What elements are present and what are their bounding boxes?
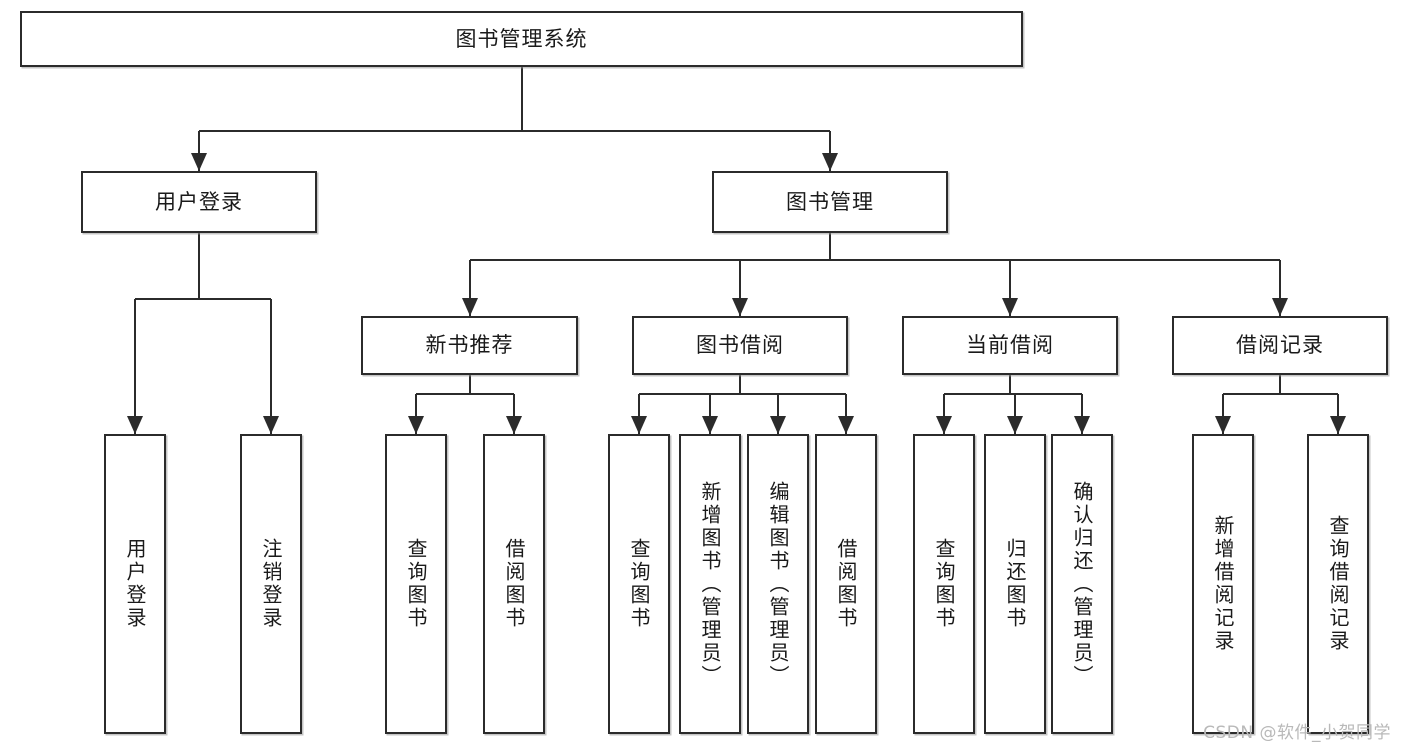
node-leaf-new-2[interactable]: 借阅图书 xyxy=(483,434,545,734)
node-label: 编辑图书（管理员） xyxy=(766,480,790,688)
node-leaf-cur-1[interactable]: 查询图书 xyxy=(913,434,975,734)
node-label: 借阅记录 xyxy=(1236,333,1324,358)
node-label: 图书管理系统 xyxy=(455,26,588,51)
node-label: 用户登录 xyxy=(123,538,147,630)
node-label: 新书推荐 xyxy=(425,333,514,358)
node-login[interactable]: 用户登录 xyxy=(81,171,317,233)
node-leaf-login-1[interactable]: 用户登录 xyxy=(104,434,166,734)
node-leaf-login-2[interactable]: 注销登录 xyxy=(240,434,302,734)
node-leaf-bor-4[interactable]: 借阅图书 xyxy=(815,434,877,734)
node-leaf-cur-2[interactable]: 归还图书 xyxy=(984,434,1046,734)
node-label: 查询图书 xyxy=(627,538,651,630)
node-newbook[interactable]: 新书推荐 xyxy=(361,316,578,375)
node-label: 新增图书（管理员） xyxy=(698,480,722,688)
node-label: 归还图书 xyxy=(1003,538,1027,630)
node-records[interactable]: 借阅记录 xyxy=(1172,316,1388,375)
node-label: 确认归还（管理员） xyxy=(1070,480,1094,688)
node-leaf-bor-1[interactable]: 查询图书 xyxy=(608,434,670,734)
watermark-text: CSDN @软件_小贺同学 xyxy=(1203,723,1391,743)
node-label: 查询借阅记录 xyxy=(1326,515,1350,653)
node-label: 当前借阅 xyxy=(966,333,1054,358)
node-borrow[interactable]: 图书借阅 xyxy=(632,316,848,375)
node-label: 查询图书 xyxy=(932,538,956,630)
node-leaf-rec-2[interactable]: 查询借阅记录 xyxy=(1307,434,1369,734)
node-leaf-bor-2[interactable]: 新增图书（管理员） xyxy=(679,434,741,734)
node-bookmgmt[interactable]: 图书管理 xyxy=(712,171,948,233)
node-label: 借阅图书 xyxy=(502,538,526,630)
node-label: 图书管理 xyxy=(786,189,874,214)
node-label: 查询图书 xyxy=(404,538,428,630)
node-leaf-bor-3[interactable]: 编辑图书（管理员） xyxy=(747,434,809,734)
node-label: 图书借阅 xyxy=(696,333,784,358)
node-label: 注销登录 xyxy=(259,538,283,630)
node-label: 借阅图书 xyxy=(834,538,858,630)
node-label: 新增借阅记录 xyxy=(1211,515,1235,653)
node-leaf-cur-3[interactable]: 确认归还（管理员） xyxy=(1051,434,1113,734)
node-leaf-new-1[interactable]: 查询图书 xyxy=(385,434,447,734)
node-current[interactable]: 当前借阅 xyxy=(902,316,1118,375)
node-root[interactable]: 图书管理系统 xyxy=(20,11,1023,67)
node-label: 用户登录 xyxy=(155,189,243,214)
node-leaf-rec-1[interactable]: 新增借阅记录 xyxy=(1192,434,1254,734)
